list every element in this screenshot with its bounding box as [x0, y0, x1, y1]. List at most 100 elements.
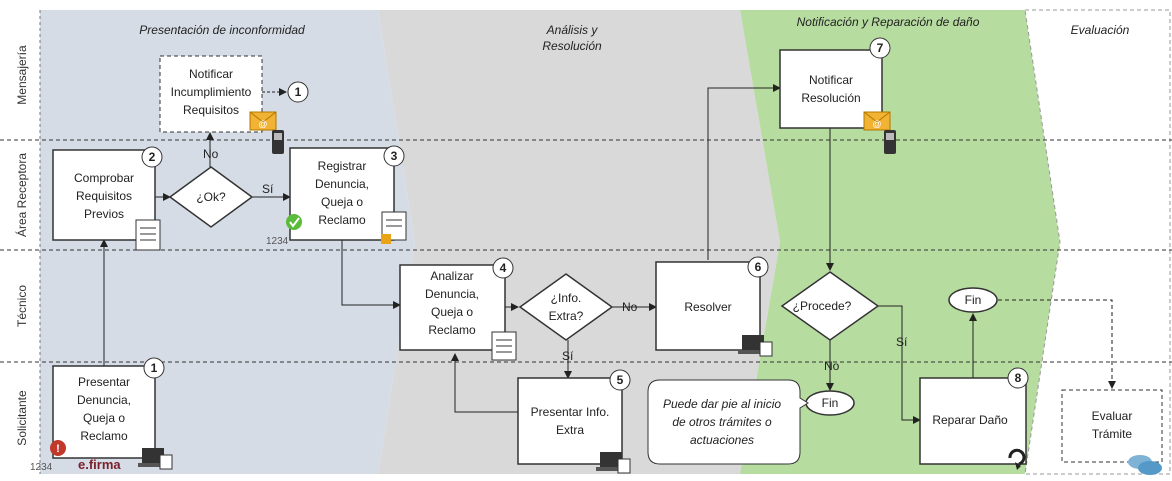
label-no-info: No: [622, 300, 638, 314]
phone-icon: [884, 130, 896, 154]
step-number-1: 1: [143, 357, 165, 379]
step-number-4: 4: [492, 257, 514, 279]
lane-label-solicitante: Solicitante: [15, 390, 29, 446]
phase-1-background: [40, 10, 415, 474]
gateway-procede[interactable]: ¿Procede?: [780, 271, 880, 341]
phone-icon: [272, 130, 284, 154]
svg-text:7: 7: [877, 41, 884, 55]
svg-text:Resolución: Resolución: [801, 91, 860, 105]
loop-icon: [1008, 448, 1026, 470]
svg-text:Analizar: Analizar: [430, 269, 473, 283]
svg-text:Extra?: Extra?: [549, 309, 584, 323]
counter-icon: 1234: [266, 236, 289, 247]
laptop-icon: [738, 335, 773, 357]
svg-text:!: !: [56, 443, 60, 455]
svg-text:Presentar: Presentar: [78, 375, 130, 389]
svg-text:Reclamo: Reclamo: [318, 213, 366, 227]
svg-text:3: 3: [391, 149, 398, 163]
lane-label-area-receptora: Área Receptora: [14, 153, 29, 237]
svg-text:Evaluar: Evaluar: [1092, 409, 1133, 423]
svg-text:Registrar: Registrar: [318, 159, 367, 173]
svg-text:¿Ok?: ¿Ok?: [196, 190, 226, 204]
svg-text:Puede dar pie al inicio: Puede dar pie al inicio: [663, 397, 781, 411]
locked-document-icon: [381, 211, 407, 244]
reference-marker-1: 1: [287, 81, 309, 103]
efirma-logo: e.firma: [78, 457, 121, 472]
svg-text:Queja o: Queja o: [321, 195, 363, 209]
laptop-icon: [596, 452, 631, 474]
phase-title-2-line1: Análisis y: [546, 23, 599, 37]
svg-text:Fin: Fin: [965, 293, 982, 307]
email-icon: @: [249, 111, 277, 131]
step-number-3: 3: [383, 145, 405, 167]
task-notificar-incumplimiento[interactable]: Notificar Incumplimiento Requisitos: [159, 55, 263, 133]
lane-label-tecnico: Técnico: [15, 285, 29, 327]
svg-text:Trámite: Trámite: [1092, 427, 1133, 441]
end-event-fin-bottom[interactable]: Fin: [805, 390, 855, 416]
lane-label-mensajeria: Mensajería: [15, 45, 29, 105]
lane-label-column: [0, 10, 40, 474]
svg-text:¿Info.: ¿Info.: [551, 291, 582, 305]
label-no-procede: No: [824, 359, 840, 373]
svg-text:Presentar Info.: Presentar Info.: [531, 405, 610, 419]
svg-text:de otros trámites o: de otros trámites o: [672, 415, 772, 429]
phase-title-3: Notificación y Reparación de daño: [797, 15, 980, 29]
phase-2-background: [378, 10, 780, 474]
svg-text:Incumplimiento: Incumplimiento: [171, 85, 252, 99]
label-si-info: Sí: [562, 349, 574, 363]
task-presentar-denuncia[interactable]: Presentar Denuncia, Queja o Reclamo: [52, 365, 156, 459]
gateway-ok[interactable]: ¿Ok?: [168, 166, 254, 228]
email-icon: @: [863, 111, 891, 131]
svg-text:Notificar: Notificar: [189, 67, 233, 81]
svg-text:Denuncia,: Denuncia,: [77, 393, 131, 407]
svg-text:Fin: Fin: [822, 396, 839, 410]
gateway-info-extra[interactable]: ¿Info. Extra?: [518, 273, 614, 341]
alert-icon: !: [50, 440, 66, 456]
phase-4-background: [1024, 9, 1171, 475]
svg-text:4: 4: [500, 261, 507, 275]
svg-text:Comprobar: Comprobar: [74, 171, 134, 185]
task-registrar-denuncia[interactable]: Registrar Denuncia, Queja o Reclamo: [289, 147, 395, 241]
svg-text:Previos: Previos: [84, 207, 124, 221]
step-number-5: 5: [609, 369, 631, 391]
svg-text:Denuncia,: Denuncia,: [425, 287, 479, 301]
phase-title-1: Presentación de inconformidad: [139, 23, 305, 37]
svg-text:Reparar Daño: Reparar Daño: [932, 413, 1008, 427]
step-number-7: 7: [869, 37, 891, 59]
annotation-callout: Puede dar pie al inicio de otros trámite…: [647, 379, 809, 465]
svg-text:Extra: Extra: [556, 423, 584, 437]
svg-text:Notificar: Notificar: [809, 73, 853, 87]
svg-text:Reclamo: Reclamo: [428, 323, 476, 337]
svg-text:1: 1: [151, 361, 158, 375]
document-icon: [135, 219, 161, 251]
svg-text:actuaciones: actuaciones: [690, 433, 754, 447]
end-event-fin-top[interactable]: Fin: [948, 287, 998, 313]
label-no-ok: No: [203, 147, 219, 161]
step-number-2: 2: [141, 146, 163, 168]
task-presentar-info-extra[interactable]: Presentar Info. Extra: [517, 377, 623, 465]
svg-text:Queja o: Queja o: [83, 411, 125, 425]
check-icon: [286, 214, 302, 230]
svg-text:Requisitos: Requisitos: [183, 103, 239, 117]
svg-text:@: @: [258, 119, 267, 129]
label-si-ok: Sí: [262, 182, 274, 196]
task-evaluar-tramite[interactable]: Evaluar Trámite: [1061, 389, 1163, 463]
document-icon: [491, 331, 517, 361]
phase-title-2-line2: Resolución: [542, 39, 602, 53]
step-number-6: 6: [747, 256, 769, 278]
svg-text:2: 2: [149, 150, 156, 164]
chat-icon: [1128, 455, 1162, 475]
svg-text:1: 1: [295, 85, 302, 99]
svg-text:¿Procede?: ¿Procede?: [793, 299, 852, 313]
phase-title-4: Evaluación: [1071, 23, 1130, 37]
svg-text:6: 6: [755, 260, 762, 274]
task-reparar-dano[interactable]: Reparar Daño: [919, 377, 1027, 465]
svg-text:Denuncia,: Denuncia,: [315, 177, 369, 191]
counter-icon: 1234: [30, 462, 53, 473]
svg-text:5: 5: [617, 373, 624, 387]
svg-text:Requisitos: Requisitos: [76, 189, 132, 203]
task-analizar-denuncia[interactable]: Analizar Denuncia, Queja o Reclamo: [399, 264, 506, 351]
svg-text:Queja o: Queja o: [431, 305, 473, 319]
